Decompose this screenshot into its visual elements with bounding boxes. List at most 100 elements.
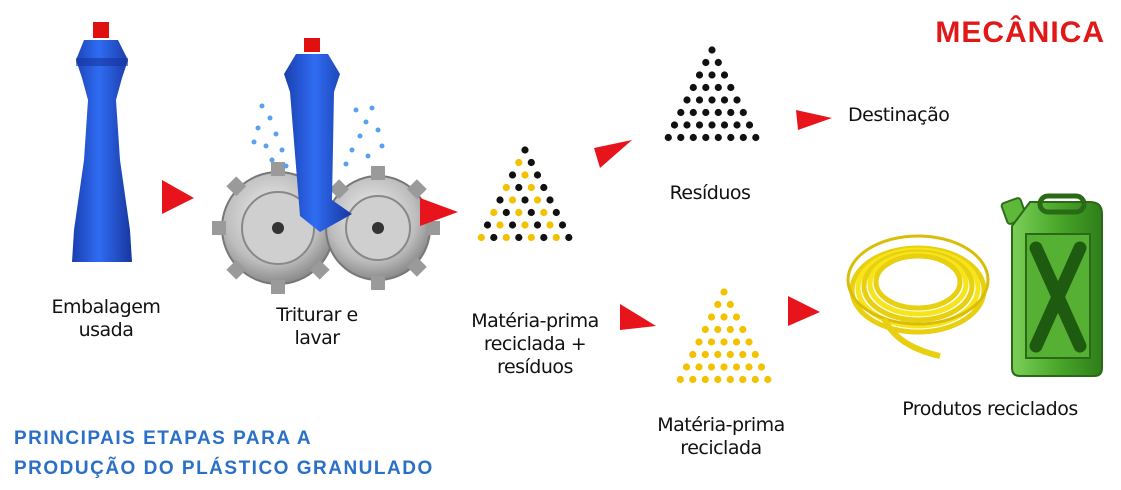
granule-dot (707, 313, 716, 321)
granule-dot (689, 83, 697, 92)
granule-dot (714, 325, 722, 334)
granule-dot (714, 350, 722, 359)
granule-dot (701, 350, 709, 359)
granule-dot (707, 338, 716, 346)
granule-dot (508, 171, 517, 179)
granule-dot (508, 221, 517, 229)
granule-dot (502, 208, 510, 217)
granule-dot (552, 233, 560, 242)
granule-dot (689, 375, 697, 384)
grind-wash-line-1: Triturar e (276, 304, 358, 326)
granule-dot (727, 83, 735, 92)
granule-dot (677, 108, 685, 117)
recycled-raw-line-1: Matéria-prima (657, 414, 785, 436)
grind-wash-line-2: lavar (294, 327, 340, 349)
granule-dot (739, 325, 747, 334)
granule-dot (739, 375, 747, 384)
raw-plus-waste-line-2: reciclada + (483, 333, 587, 355)
granule-dot (533, 196, 542, 204)
granule-dot (695, 121, 704, 129)
granule-dot (720, 338, 728, 346)
granule-dot (695, 96, 704, 104)
arrow-6-icon (788, 296, 820, 326)
granule-dot (502, 183, 510, 192)
granule-dot (558, 221, 567, 229)
granule-dot (490, 208, 498, 217)
granule-dot (695, 71, 704, 79)
grind-wash-label: Triturar e lavar (242, 304, 392, 350)
granule-dot (726, 350, 734, 359)
granule-dot (708, 121, 716, 129)
granule-dot (764, 375, 772, 384)
used-bottle-icon (72, 22, 132, 262)
flow-arrows (162, 110, 832, 330)
raw-plus-waste-label: Matéria-prima reciclada + resíduos (440, 310, 630, 379)
diagram-title: MECÂNICA (935, 16, 1105, 49)
granule-dot (714, 83, 722, 92)
granule-dot (702, 58, 710, 67)
granule-dot (527, 183, 535, 192)
granule-dot (689, 133, 697, 142)
granule-dot (720, 313, 728, 321)
used-packaging-label: Embalagem usada (36, 296, 176, 342)
granule-dot (701, 375, 709, 384)
granule-dot (496, 221, 504, 229)
granule-dot (708, 46, 716, 54)
granule-dot (502, 233, 510, 242)
recycled-raw-line-2: reciclada (680, 437, 762, 459)
granule-dot (714, 300, 722, 309)
granule-dot (670, 121, 679, 129)
raw-plus-waste-line-1: Matéria-prima (471, 310, 599, 332)
granule-dot (521, 221, 529, 229)
arrow-5-icon (796, 110, 832, 130)
granule-dot (720, 288, 728, 296)
granule-dot (720, 71, 729, 79)
arrow-2-icon (420, 198, 458, 226)
raw-plus-waste-line-3: resíduos (497, 356, 573, 378)
granule-dot (745, 338, 753, 346)
granule-dot (702, 133, 710, 142)
granule-dot (739, 350, 747, 359)
subtitle-line-1: PRINCIPAIS ETAPAS PARA A (14, 428, 313, 449)
granule-dot (546, 221, 554, 229)
granule-dot (521, 146, 529, 154)
granule-dot (540, 183, 548, 192)
mixed-granules-pyramid (477, 146, 573, 242)
granule-dot (508, 196, 517, 204)
granule-dot (695, 363, 703, 371)
granule-dot (702, 108, 710, 117)
destination-label: Destinação (848, 104, 950, 126)
granule-dot (689, 350, 697, 359)
granule-dot (527, 208, 535, 217)
granule-dot (732, 338, 741, 346)
recycled-granules-pyramid (676, 288, 772, 384)
granule-dot (751, 350, 759, 359)
granule-dot (701, 325, 709, 334)
granule-dot (720, 363, 728, 371)
jerrycan-icon (1000, 193, 1103, 377)
granule-dot (739, 108, 747, 117)
granule-dot (515, 233, 523, 242)
granule-dot (727, 133, 735, 142)
grinder-gears-icon (212, 38, 440, 294)
granule-dot (757, 363, 766, 371)
waste-label: Resíduos (669, 182, 751, 204)
granule-dot (733, 121, 741, 129)
granule-dot (752, 133, 760, 142)
granule-dot (726, 300, 734, 309)
granule-dot (477, 233, 485, 242)
granule-dot (540, 208, 548, 217)
used-packaging-line-1: Embalagem (51, 296, 161, 318)
arrow-4-icon (620, 304, 656, 330)
granule-dot (714, 58, 722, 67)
granule-dot (732, 313, 741, 321)
granule-dot (714, 108, 722, 117)
granule-dot (664, 133, 672, 142)
granule-dot (521, 196, 529, 204)
granule-dot (726, 375, 734, 384)
granule-dot (707, 363, 716, 371)
granule-dot (527, 158, 535, 167)
subtitle-line-2: PRODUÇÃO DO PLÁSTICO GRANULADO (14, 458, 434, 479)
granule-dot (739, 133, 747, 142)
